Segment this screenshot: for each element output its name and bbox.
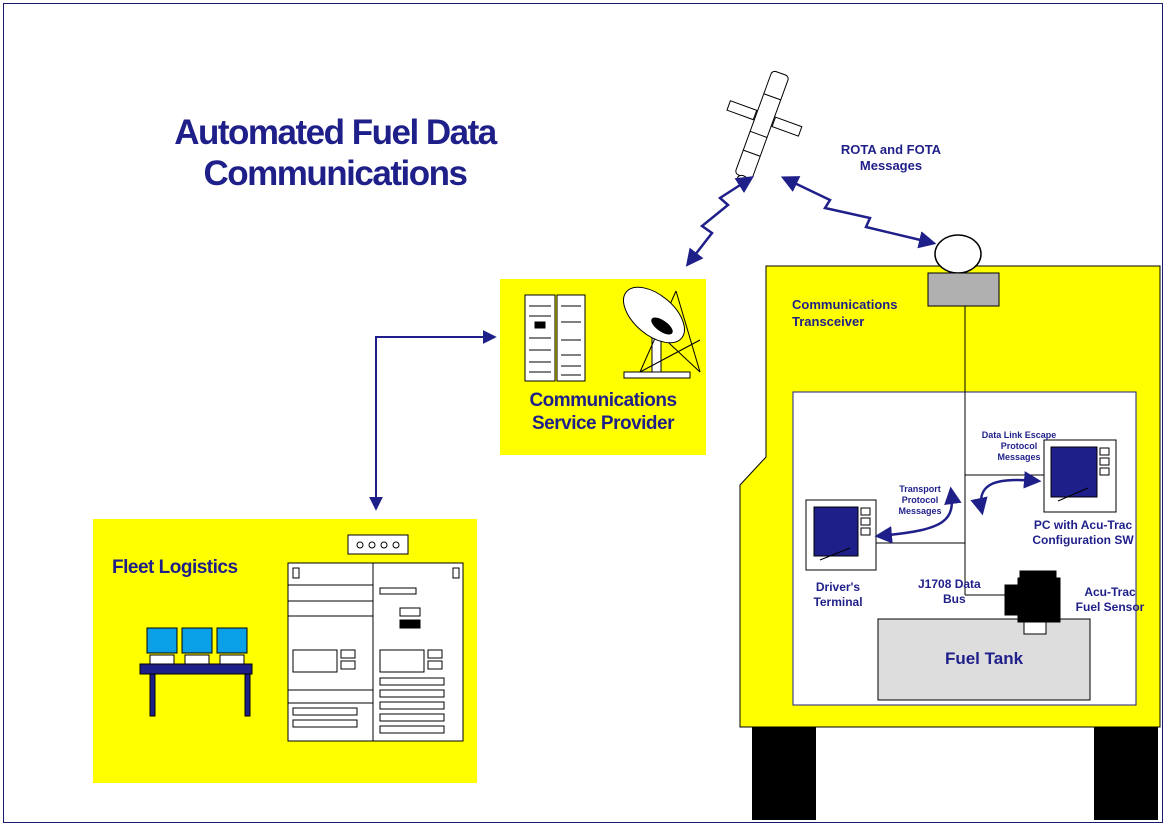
j1708-bus-label-line2: Bus [943,592,966,606]
pc-label: PC with Acu-Trac Configuration SW [1018,518,1148,548]
j1708-bus-label: J1708 Data Bus [918,577,998,607]
fuel-sensor-icon [1004,570,1061,635]
page-title-line2: Communications [203,154,468,193]
data-link-escape-label-line1: Data Link Escape [981,430,1057,440]
dish-antenna-icon [623,286,701,379]
page-title-line1: Automated Fuel Data [174,113,497,152]
rota-fota-label-line1: ROTA and FOTA [840,142,942,157]
csp-label: Communications Service Provider [500,389,706,435]
csp-label-line1: Communications [529,390,677,411]
data-link-escape-label: Data Link Escape Protocol Messages [964,430,1074,463]
pc-label-line2: Configuration SW [1032,533,1134,547]
truck-wheel-left [752,726,816,820]
transport-protocol-arrow [874,486,962,544]
csp-label-line2: Service Provider [532,413,674,434]
modem-icon [347,534,409,555]
transport-protocol-label-line3: Messages [898,506,942,516]
rota-fota-label-line2: Messages [859,158,923,173]
page-title: Automated Fuel Data Communications [140,112,530,194]
fuel-sensor-label-line1: Acu-Trac [1084,585,1136,599]
transport-protocol-label: Transport Protocol Messages [880,484,960,517]
terminal-icon [805,499,877,571]
fuel-sensor-label-line2: Fuel Sensor [1075,600,1145,614]
transport-protocol-label-line1: Transport [899,484,941,494]
fuel-tank [877,618,1091,701]
transceiver-label-line2: Transceiver [792,314,865,329]
transport-protocol-label-line2: Protocol [901,495,939,505]
data-link-escape-label-line3: Messages [997,452,1041,462]
fuel-sensor-label: Acu-Trac Fuel Sensor [1062,585,1158,615]
driver-terminal-label-line2: Terminal [813,595,863,609]
pc-label-line1: PC with Acu-Trac [1033,518,1133,532]
data-link-escape-label-line2: Protocol [1000,441,1038,451]
satellite-to-truck-link [780,176,937,249]
workstation-icon [139,627,253,717]
transceiver-box [927,272,1000,307]
fleet-logistics-label: Fleet Logistics [112,557,238,578]
rota-fota-label: ROTA and FOTA Messages [826,142,956,174]
fuel-tank-label: Fuel Tank [944,649,1024,668]
data-link-escape-arrow [970,471,1042,516]
satellite-icon [726,70,803,185]
mainframe-icon [287,562,464,742]
driver-terminal-label-line1: Driver's [815,580,861,594]
dome-antenna-icon [934,234,982,274]
pc-terminal-icon [1043,439,1117,513]
slide-frame [3,3,1163,823]
csp-to-satellite-link [685,176,754,267]
j1708-bus-label-line1: J1708 Data [918,577,981,591]
server-rack-icon [524,294,586,382]
driver-terminal-label: Driver's Terminal [798,580,878,610]
truck-wheel-right [1094,726,1158,820]
transceiver-label: Communications Transceiver [792,296,922,330]
transceiver-label-line1: Communications [792,297,898,312]
fleet-to-csp-arrow [369,330,497,511]
